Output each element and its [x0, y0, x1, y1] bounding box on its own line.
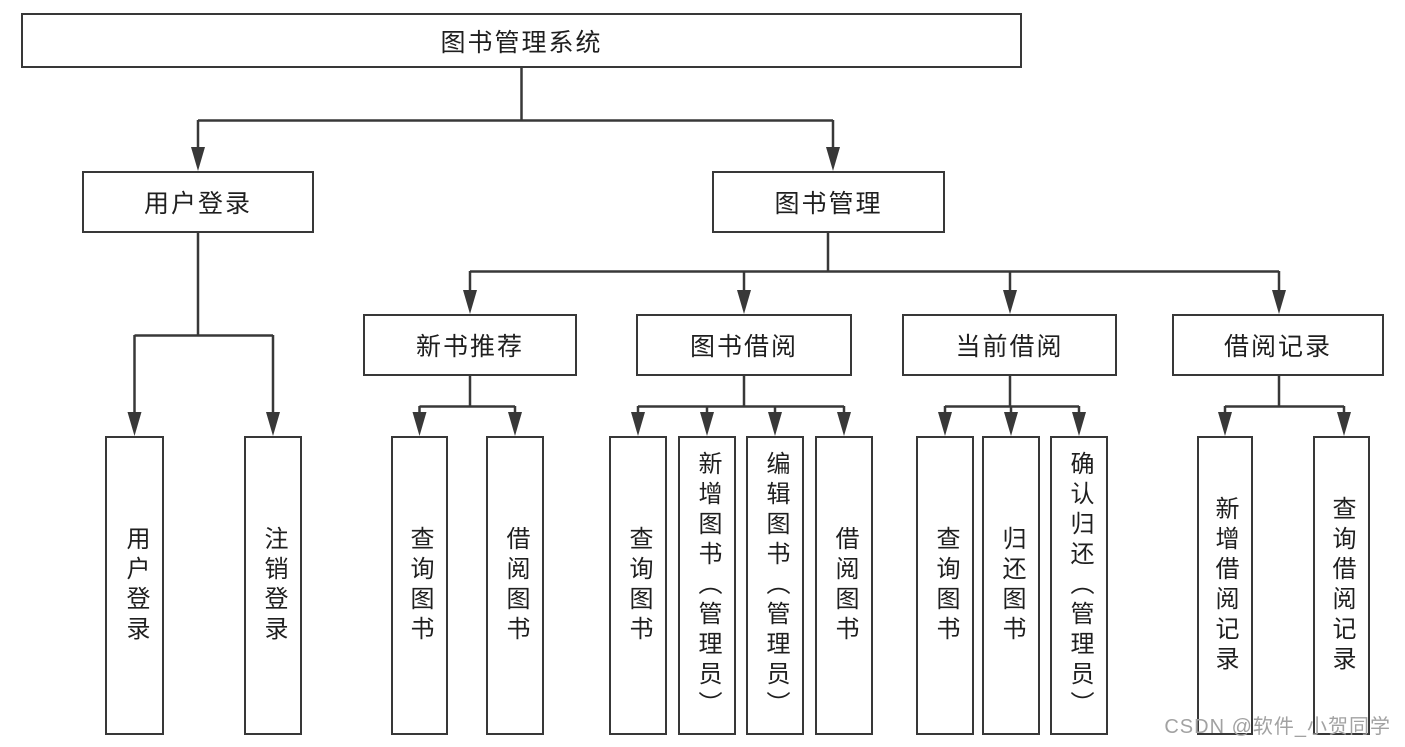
node-book-borrow: 图书借阅	[636, 314, 852, 376]
arrowhead-down	[463, 290, 477, 314]
node-leaf-add-borrow-record: 新增借阅记录	[1197, 436, 1253, 735]
connector-line	[198, 68, 833, 122]
arrowhead-down	[737, 290, 751, 314]
connector-line	[134, 233, 273, 337]
node-current-borrow: 当前借阅	[902, 314, 1117, 376]
arrowhead-down	[1072, 412, 1086, 436]
node-leaf-user-login: 用户登录	[105, 436, 164, 735]
node-leaf-add-books-admin: 新增图书（管理员）	[678, 436, 736, 735]
arrowhead-down	[412, 412, 427, 436]
csdn-watermark: CSDN @软件_小贺同学	[1164, 716, 1391, 738]
connector-line	[419, 376, 515, 408]
node-leaf-return-books: 归还图书	[982, 436, 1040, 735]
arrowhead-down	[837, 412, 851, 436]
connector-line	[638, 376, 844, 408]
node-new-book-recommend: 新书推荐	[363, 314, 577, 376]
connector-book-borrow-children	[631, 376, 851, 436]
node-leaf-borrow-books: 借阅图书	[815, 436, 873, 735]
node-leaf-query-books-borrow: 查询图书	[609, 436, 667, 735]
arrowhead-down	[1272, 290, 1286, 314]
connector-line	[470, 233, 1279, 273]
node-leaf-borrow-books-recommend: 借阅图书	[486, 436, 544, 735]
connector-borrow-records-children	[1218, 376, 1351, 436]
connector-root-to-level2	[191, 68, 840, 171]
connector-user-login-children	[127, 233, 280, 436]
connector-new-book-recommend-children	[412, 376, 522, 436]
node-user-login: 用户登录	[82, 171, 314, 233]
arrowhead-down	[768, 412, 782, 436]
node-leaf-query-books-current: 查询图书	[916, 436, 974, 735]
arrowhead-down	[191, 147, 205, 171]
connector-line	[1225, 376, 1344, 408]
connector-current-borrow-children	[938, 376, 1086, 436]
arrowhead-down	[127, 412, 142, 436]
arrowhead-down	[1004, 412, 1018, 436]
arrowhead-down	[1003, 290, 1017, 314]
arrowhead-down	[508, 412, 522, 436]
arrowhead-down	[826, 147, 840, 171]
arrowhead-down	[631, 412, 645, 436]
connector-line	[945, 376, 1079, 408]
node-leaf-query-books-recommend: 查询图书	[391, 436, 448, 735]
node-borrow-records: 借阅记录	[1172, 314, 1384, 376]
arrowhead-down	[938, 412, 952, 436]
node-leaf-logout: 注销登录	[244, 436, 302, 735]
node-leaf-query-borrow-record: 查询借阅记录	[1313, 436, 1370, 735]
arrowhead-down	[1218, 412, 1232, 436]
node-book-management: 图书管理	[712, 171, 945, 233]
arrowhead-down	[700, 412, 714, 436]
node-root-system: 图书管理系统	[21, 13, 1022, 68]
arrowhead-down	[1337, 412, 1351, 436]
connector-book-management-children	[463, 233, 1286, 314]
arrowhead-down	[266, 412, 280, 436]
node-leaf-confirm-return-admin: 确认归还（管理员）	[1050, 436, 1108, 735]
node-leaf-edit-books-admin: 编辑图书（管理员）	[746, 436, 804, 735]
